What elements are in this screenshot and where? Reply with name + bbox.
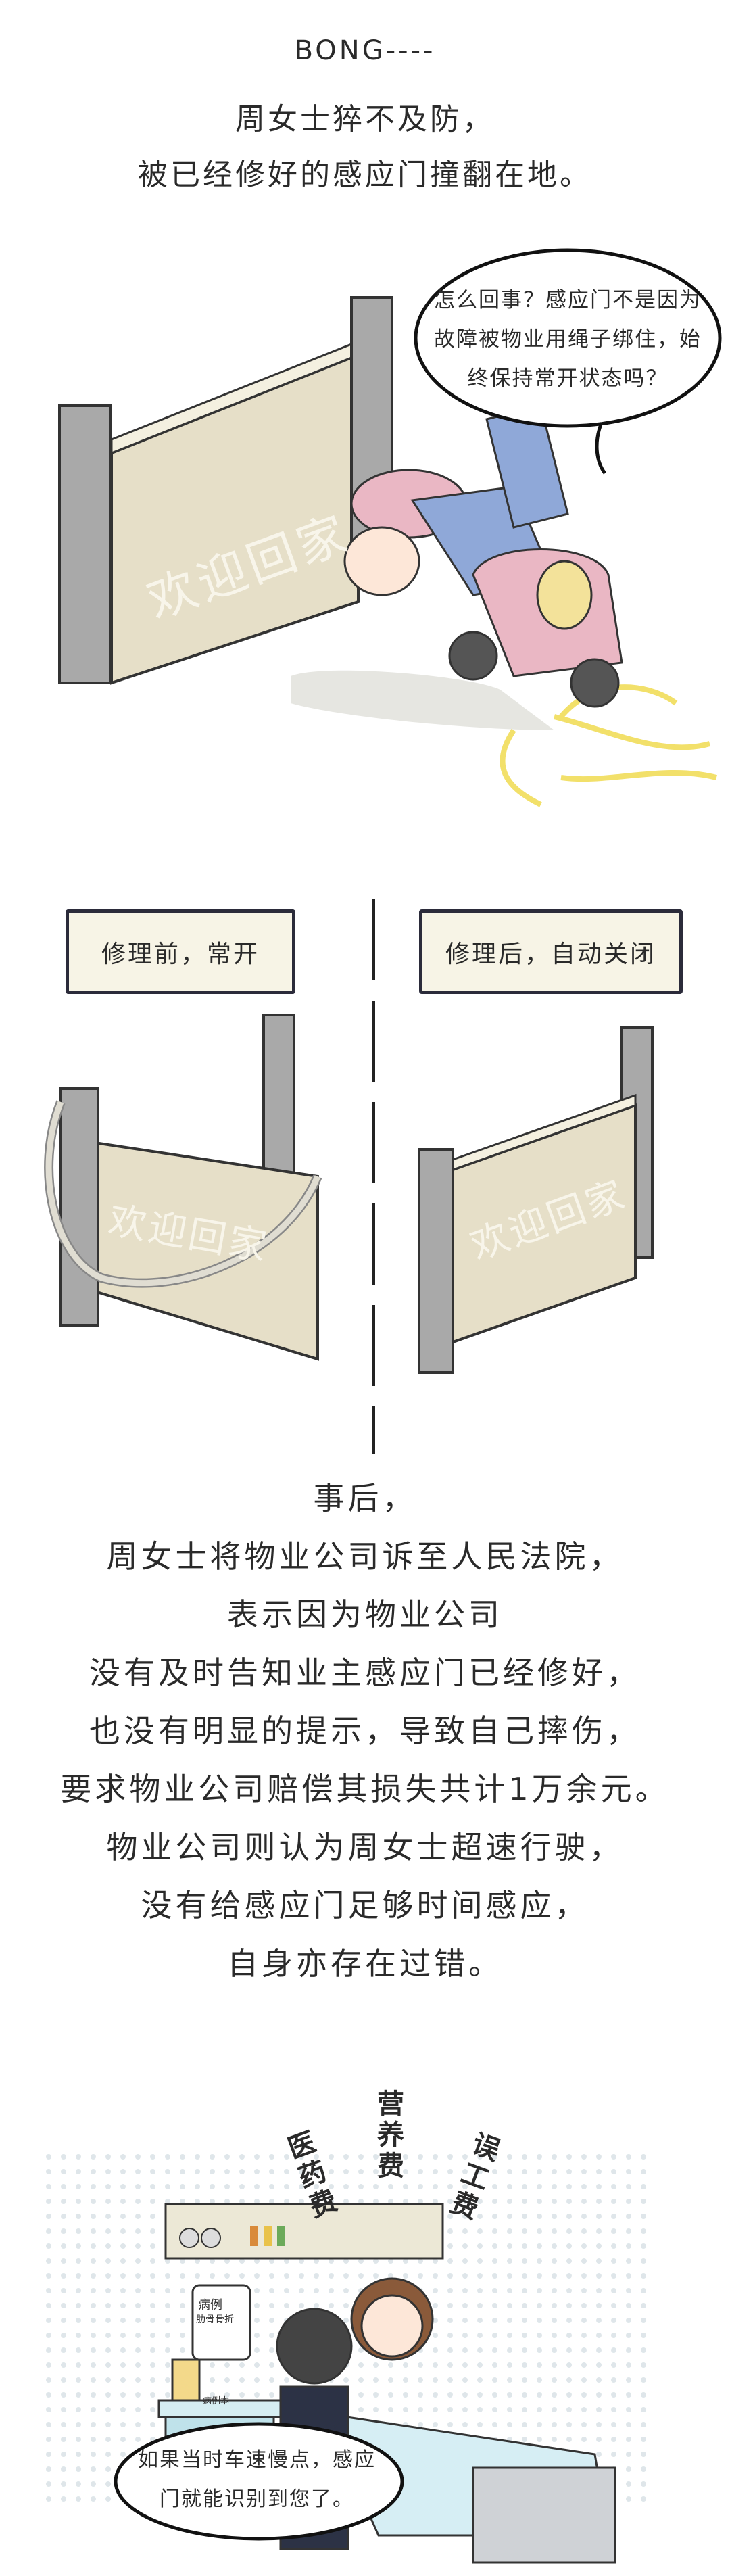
bed-footboard xyxy=(472,2466,616,2564)
speech-bubble: 如果当时车速慢点，感应 门就能识别到您了。 xyxy=(122,2441,392,2519)
before-repair-label: 修理前，常开 xyxy=(66,909,295,994)
fall-scene-illustration xyxy=(58,248,722,807)
face xyxy=(343,526,420,596)
record-sign: 病例 xyxy=(198,2298,222,2312)
narrative-line: 要求物业公司赔偿其损失共计1万余元。 xyxy=(60,1771,670,1807)
speech-line: 故障被物业用绳子绑住，始 xyxy=(434,327,702,352)
record-detail: 肋骨骨折 xyxy=(196,2314,234,2325)
caption-line: 被已经修好的感应门撞翻在地。 xyxy=(138,158,592,192)
caption-line: 周女士猝不及防， xyxy=(235,102,495,137)
divider-line xyxy=(372,899,375,1454)
gate-post-left xyxy=(58,404,112,684)
narrative-line: 没有给感应门足够时间感应， xyxy=(141,1887,589,1924)
thermos xyxy=(171,2358,201,2402)
narrative-line: 事后， xyxy=(313,1480,417,1517)
speech-line: 怎么回事？感应门不是因为 xyxy=(434,288,702,312)
speech-line: 终保持常开状态吗？ xyxy=(467,366,668,391)
impact-lines xyxy=(500,684,717,807)
gate-after-illustration xyxy=(418,1026,654,1374)
wheel xyxy=(570,658,620,708)
speech-line: 如果当时车速慢点，感应 xyxy=(138,2448,376,2472)
narrative-line: 也没有明显的提示，导致自己摔伤， xyxy=(89,1713,641,1749)
speech-bubble-shape xyxy=(414,248,722,428)
narrative-line: 自身亦存在过错。 xyxy=(227,1945,503,1982)
narrative-line: 没有及时告知业主感应门已经修好， xyxy=(89,1654,641,1691)
record-bubble xyxy=(191,2284,251,2361)
ground-shadow xyxy=(291,670,554,730)
speech-bubble: 怎么回事？感应门不是因为 故障被物业用绳子绑住，始 终保持常开状态吗？ xyxy=(426,281,710,398)
wall-panel xyxy=(164,2203,444,2260)
visitor-head xyxy=(276,2308,353,2385)
narrative-line: 表示因为物业公司 xyxy=(227,1596,503,1633)
narrative-line: 周女士将物业公司诉至人民法院， xyxy=(106,1538,624,1575)
speech-bubble-shape xyxy=(114,2422,404,2541)
speech-line: 门就能识别到您了。 xyxy=(160,2487,354,2511)
after-repair-label: 修理后，自动关闭 xyxy=(419,909,683,994)
fee-label-nutrition: 营养费 xyxy=(372,2089,404,2183)
hospital-scene-illustration xyxy=(41,2150,649,2564)
record-book: 病例本 xyxy=(203,2396,230,2406)
wheel xyxy=(448,631,498,681)
patient-face xyxy=(360,2294,424,2358)
gate-before-illustration xyxy=(44,1014,322,1361)
sound-effect-text: BONG---- xyxy=(294,35,436,66)
narrative-line: 物业公司则认为周女士超速行驶， xyxy=(106,1829,624,1865)
